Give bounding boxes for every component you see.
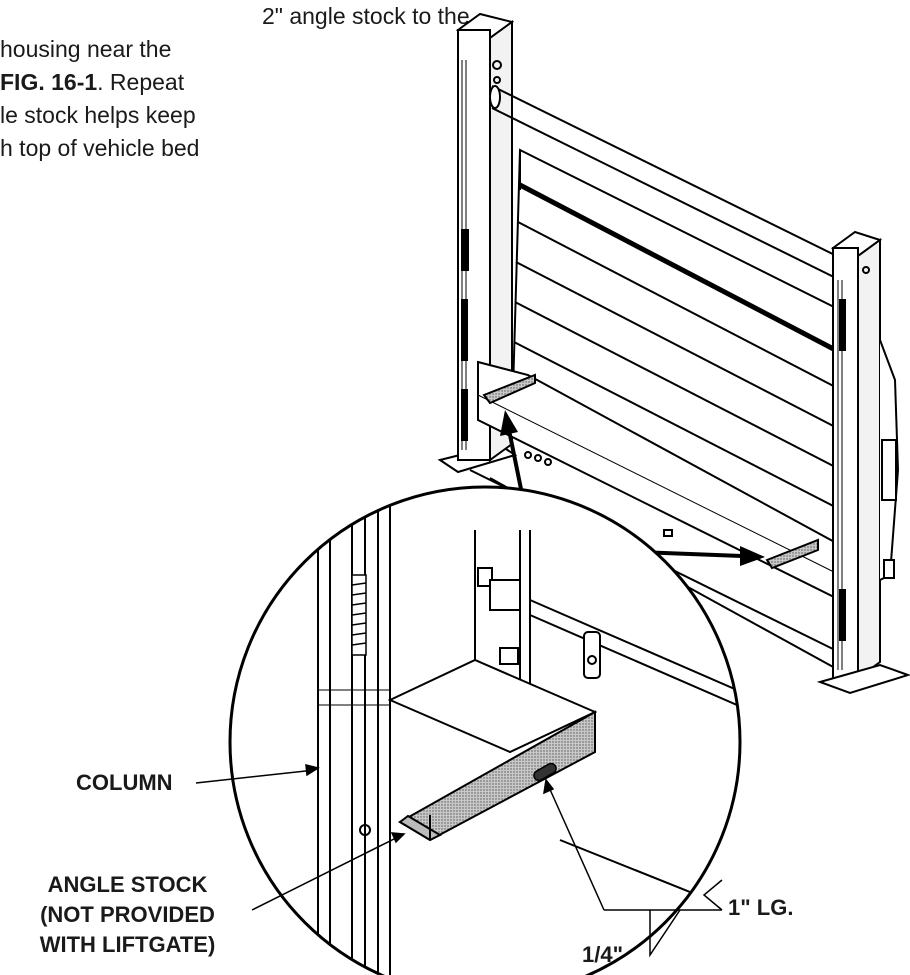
instruction-text: 2" angle stock to the housing near the F… [0, 0, 470, 165]
platform-panel [510, 148, 851, 602]
instruction-line-1: 2" angle stock to the [262, 3, 470, 29]
instruction-line-2: housing near the [0, 36, 172, 62]
right-base-plate [816, 663, 910, 695]
liftgate-assembly [437, 12, 910, 695]
hydraulic-cylinder [879, 339, 900, 581]
angle-stock-label-line-2: (NOT PROVIDED [40, 902, 215, 927]
right-column [830, 230, 883, 680]
angle-stock-detail [398, 710, 596, 842]
column-label: COLUMN [76, 770, 173, 795]
angle-stock-label-line-3: WITH LIFTGATE) [39, 932, 216, 957]
instruction-line-3: FIG. 16-1. Repeat [0, 66, 300, 99]
spring-coil [351, 574, 367, 656]
figure-reference: FIG. 16-1 [0, 69, 98, 95]
instruction-line-3-rest: . Repeat [97, 69, 185, 95]
callout-leaders [195, 764, 723, 958]
detail-view [228, 485, 742, 975]
angle-stock-right-small [765, 538, 819, 570]
instruction-line-4: le stock helps keep [0, 102, 196, 128]
angle-stock-left-small [482, 373, 536, 405]
weld-length-label: 1" LG. [728, 895, 794, 920]
weld-bead [533, 762, 557, 782]
weld-size-label: 1/4" [582, 942, 624, 967]
instruction-line-5: h top of vehicle bed [0, 135, 200, 161]
roller-bar [489, 85, 856, 286]
angle-stock-label-line-1: ANGLE STOCK [47, 872, 208, 897]
